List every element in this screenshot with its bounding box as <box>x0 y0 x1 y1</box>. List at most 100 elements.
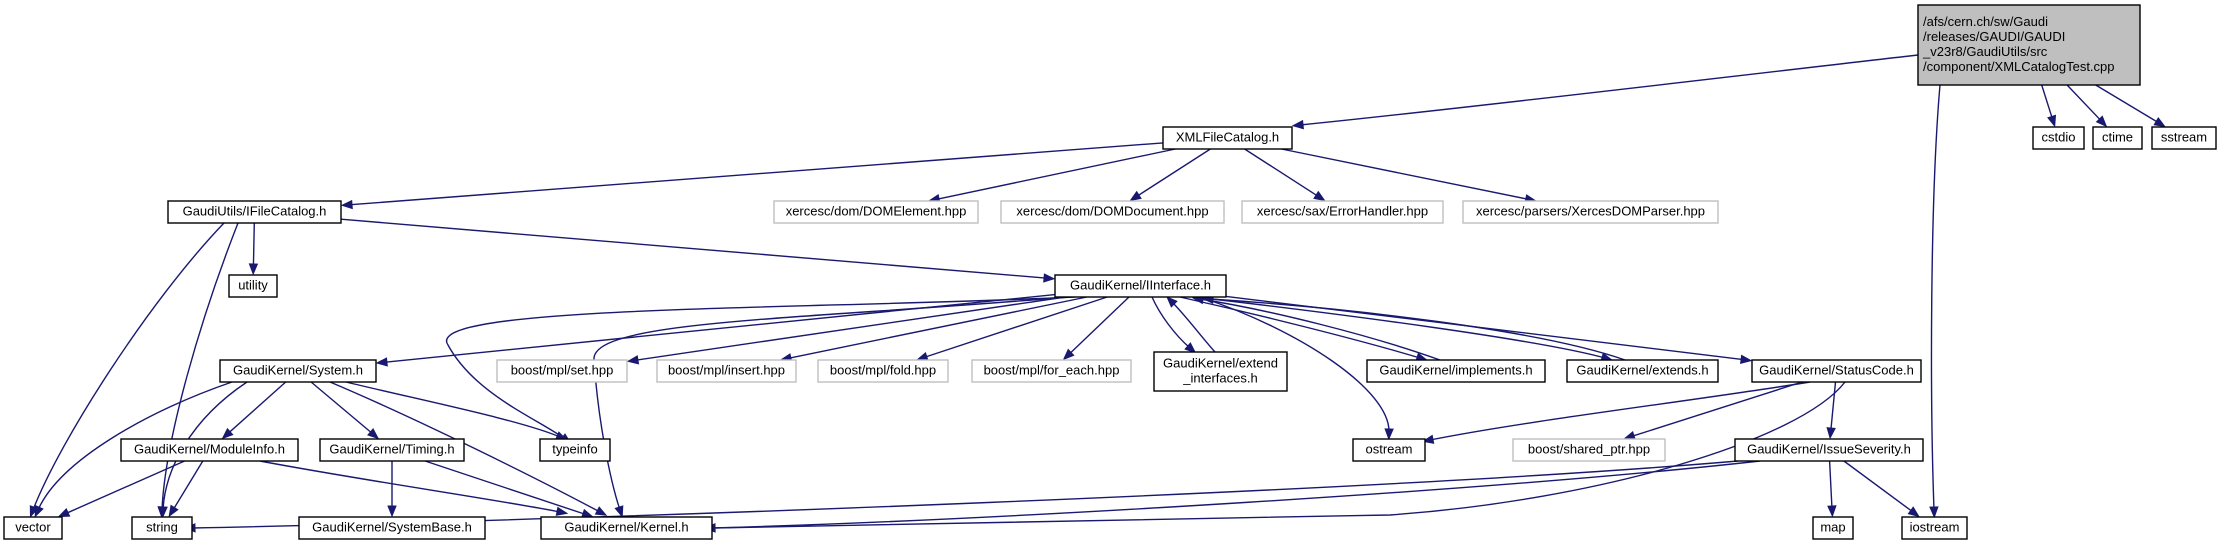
edge-system-to-typeinfo <box>345 381 568 441</box>
node-label: typeinfo <box>552 442 598 457</box>
edge-line <box>310 381 374 435</box>
edge-moduleinfo-to-vector <box>57 460 185 518</box>
edge-moduleinfo-to-kernel <box>259 460 569 516</box>
edge-arrowhead <box>2047 114 2057 128</box>
node-box <box>817 359 949 383</box>
edge-arrowhead <box>1827 505 1837 518</box>
node-box <box>120 438 299 462</box>
node-label: GaudiKernel/extends.h <box>1576 363 1708 378</box>
edge-arrowhead <box>1826 427 1836 440</box>
node-extends[interactable]: GaudiKernel/extends.h <box>1566 359 1719 383</box>
edge-line <box>2041 84 2054 120</box>
edge-xmlcatalogtest-to-cstdio <box>2041 84 2057 128</box>
edge-line <box>227 381 287 435</box>
edge-line <box>1429 381 1811 441</box>
edge-line <box>1179 296 1421 359</box>
node-mplset[interactable]: boost/mpl/set.hpp <box>496 359 628 383</box>
edge-iinterface-to-kernel <box>593 296 1069 518</box>
node-ostream[interactable]: ostream <box>1352 438 1426 462</box>
node-box <box>1734 438 1924 462</box>
node-mplfold[interactable]: boost/mpl/fold.hpp <box>817 359 949 383</box>
node-mplforeach[interactable]: boost/mpl/for_each.hpp <box>971 359 1132 383</box>
edge-iinterface-to-mplforeach <box>1062 296 1130 361</box>
edge-arrowhead <box>1166 296 1178 308</box>
node-domelement[interactable]: xercesc/dom/DOMElement.hpp <box>773 200 979 224</box>
node-box <box>1054 274 1227 298</box>
edge-line <box>1194 296 1606 359</box>
node-xmlcatalogtest[interactable]: /afs/cern.ch/sw/Gaudi/releases/GAUDI/GAU… <box>1917 4 2141 86</box>
edge-line <box>1830 381 1837 432</box>
edge-xmlcatalogtest-to-iostream <box>1929 84 1941 519</box>
edge-line <box>1068 296 1130 356</box>
edge-line <box>345 381 561 438</box>
node-vector[interactable]: vector <box>3 516 63 540</box>
node-box <box>131 516 193 540</box>
node-box <box>1352 438 1426 462</box>
edge-arrowhead <box>1740 354 1753 364</box>
node-implements[interactable]: GaudiKernel/implements.h <box>1366 359 1546 383</box>
node-iostream[interactable]: iostream <box>1901 516 1968 540</box>
node-label: boost/mpl/fold.hpp <box>830 363 936 378</box>
node-ctime[interactable]: ctime <box>2092 126 2143 150</box>
node-kernel[interactable]: GaudiKernel/Kernel.h <box>540 516 713 540</box>
node-issueseverity[interactable]: GaudiKernel/IssueSeverity.h <box>1734 438 1924 462</box>
node-label: ctime <box>2102 130 2133 145</box>
node-systembase[interactable]: GaudiKernel/SystemBase.h <box>298 516 486 540</box>
edge-line <box>445 296 1076 440</box>
edge-line <box>252 222 255 268</box>
node-map[interactable]: map <box>1812 516 1854 540</box>
edge-line <box>161 222 239 511</box>
node-timing[interactable]: GaudiKernel/Timing.h <box>319 438 465 462</box>
edge-line <box>32 222 225 511</box>
edge-arrowhead <box>248 263 259 276</box>
node-label: _interfaces.h <box>1182 371 1257 386</box>
node-box <box>1812 516 1854 540</box>
node-box <box>496 359 628 383</box>
edge-line <box>37 381 233 511</box>
node-box <box>319 438 465 462</box>
node-sstream[interactable]: sstream <box>2151 126 2217 150</box>
edge-moduleinfo-to-string <box>168 460 204 518</box>
edge-xmlcatalogtest-to-ctime <box>2066 84 2108 128</box>
node-extendinterfaces[interactable]: GaudiKernel/extend_interfaces.h <box>1153 351 1288 392</box>
node-label: /releases/GAUDI/GAUDI <box>1923 29 2065 44</box>
edge-arrowhead <box>2153 117 2166 128</box>
node-errorhandler[interactable]: xercesc/sax/ErrorHandler.hpp <box>1241 200 1444 224</box>
node-box <box>656 359 797 383</box>
node-moduleinfo[interactable]: GaudiKernel/ModuleInfo.h <box>120 438 299 462</box>
node-label: GaudiKernel/Kernel.h <box>564 520 688 535</box>
node-xercesdomparser[interactable]: xercesc/parsers/XercesDOMParser.hpp <box>1462 200 1719 224</box>
node-iinterface[interactable]: GaudiKernel/IInterface.h <box>1054 274 1227 298</box>
node-label: GaudiKernel/extend <box>1163 356 1278 371</box>
edge-arrowhead <box>1907 506 1920 518</box>
edge-iinterface-to-ostream <box>1199 296 1394 441</box>
node-system[interactable]: GaudiKernel/System.h <box>219 359 377 383</box>
edge-line <box>634 296 1066 361</box>
edge-xmlfilecatalog-to-ifilecatalog <box>340 142 1164 210</box>
node-domdocument[interactable]: xercesc/dom/DOMDocument.hpp <box>1000 200 1225 224</box>
node-label: GaudiKernel/Timing.h <box>329 442 454 457</box>
node-ifilecatalog[interactable]: GaudiUtils/IFileCatalog.h <box>167 200 342 224</box>
edge-line <box>424 460 587 516</box>
node-box <box>1000 200 1225 224</box>
node-label: utility <box>238 278 268 293</box>
node-box <box>167 200 342 224</box>
edge-line <box>1930 84 1941 511</box>
node-mplinsert[interactable]: boost/mpl/insert.hpp <box>656 359 797 383</box>
node-xmlfilecatalog[interactable]: XMLFileCatalog.h <box>1162 126 1293 150</box>
node-statuscode[interactable]: GaudiKernel/StatusCode.h <box>1751 359 1922 383</box>
node-box <box>971 359 1132 383</box>
edge-xmlfilecatalog-to-errorhandler <box>1244 148 1326 202</box>
edge-arrowhead <box>375 357 388 367</box>
node-typeinfo[interactable]: typeinfo <box>539 438 611 462</box>
edge-line <box>923 296 1108 359</box>
node-label: xercesc/parsers/XercesDOMParser.hpp <box>1476 204 1705 219</box>
node-cstdio[interactable]: cstdio <box>2032 126 2085 150</box>
node-label: xercesc/sax/ErrorHandler.hpp <box>1257 204 1428 219</box>
node-box <box>773 200 979 224</box>
edge-iinterface-to-statuscode <box>1225 295 1753 364</box>
edge-system-to-moduleinfo <box>221 381 287 440</box>
node-sharedptr[interactable]: boost/shared_ptr.hpp <box>1512 438 1666 462</box>
node-string[interactable]: string <box>131 516 193 540</box>
node-utility[interactable]: utility <box>228 274 278 298</box>
